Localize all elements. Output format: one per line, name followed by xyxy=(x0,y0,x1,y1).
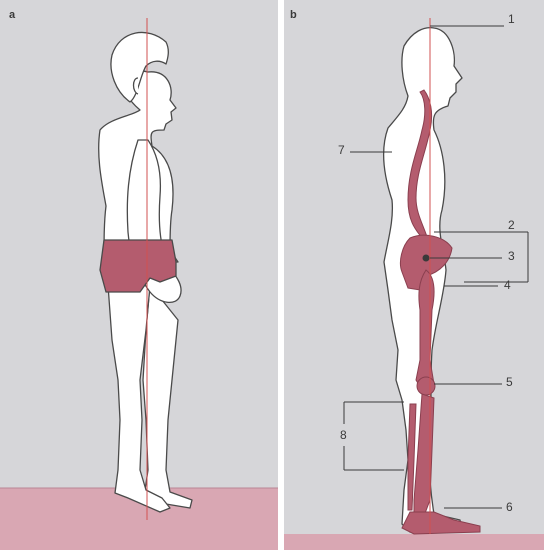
callout-8: 8 xyxy=(340,428,347,442)
callout-1: 1 xyxy=(508,12,515,26)
callout-4: 4 xyxy=(504,278,511,292)
floor-b xyxy=(284,534,544,550)
panel-b-drawing xyxy=(284,0,544,550)
panel-label-b: b xyxy=(290,9,297,21)
callout-2: 2 xyxy=(508,218,515,232)
callout-3: 3 xyxy=(508,249,515,263)
panel-a-drawing xyxy=(0,0,278,550)
callout-6: 6 xyxy=(506,500,513,514)
panel-b: b 1 2 3 4 5 6 7 8 xyxy=(284,0,544,550)
panel-a: a xyxy=(0,0,278,550)
panel-label-a: a xyxy=(9,9,15,21)
callout-5: 5 xyxy=(506,375,513,389)
hip-joint-dot xyxy=(423,255,430,262)
callout-7: 7 xyxy=(338,143,345,157)
